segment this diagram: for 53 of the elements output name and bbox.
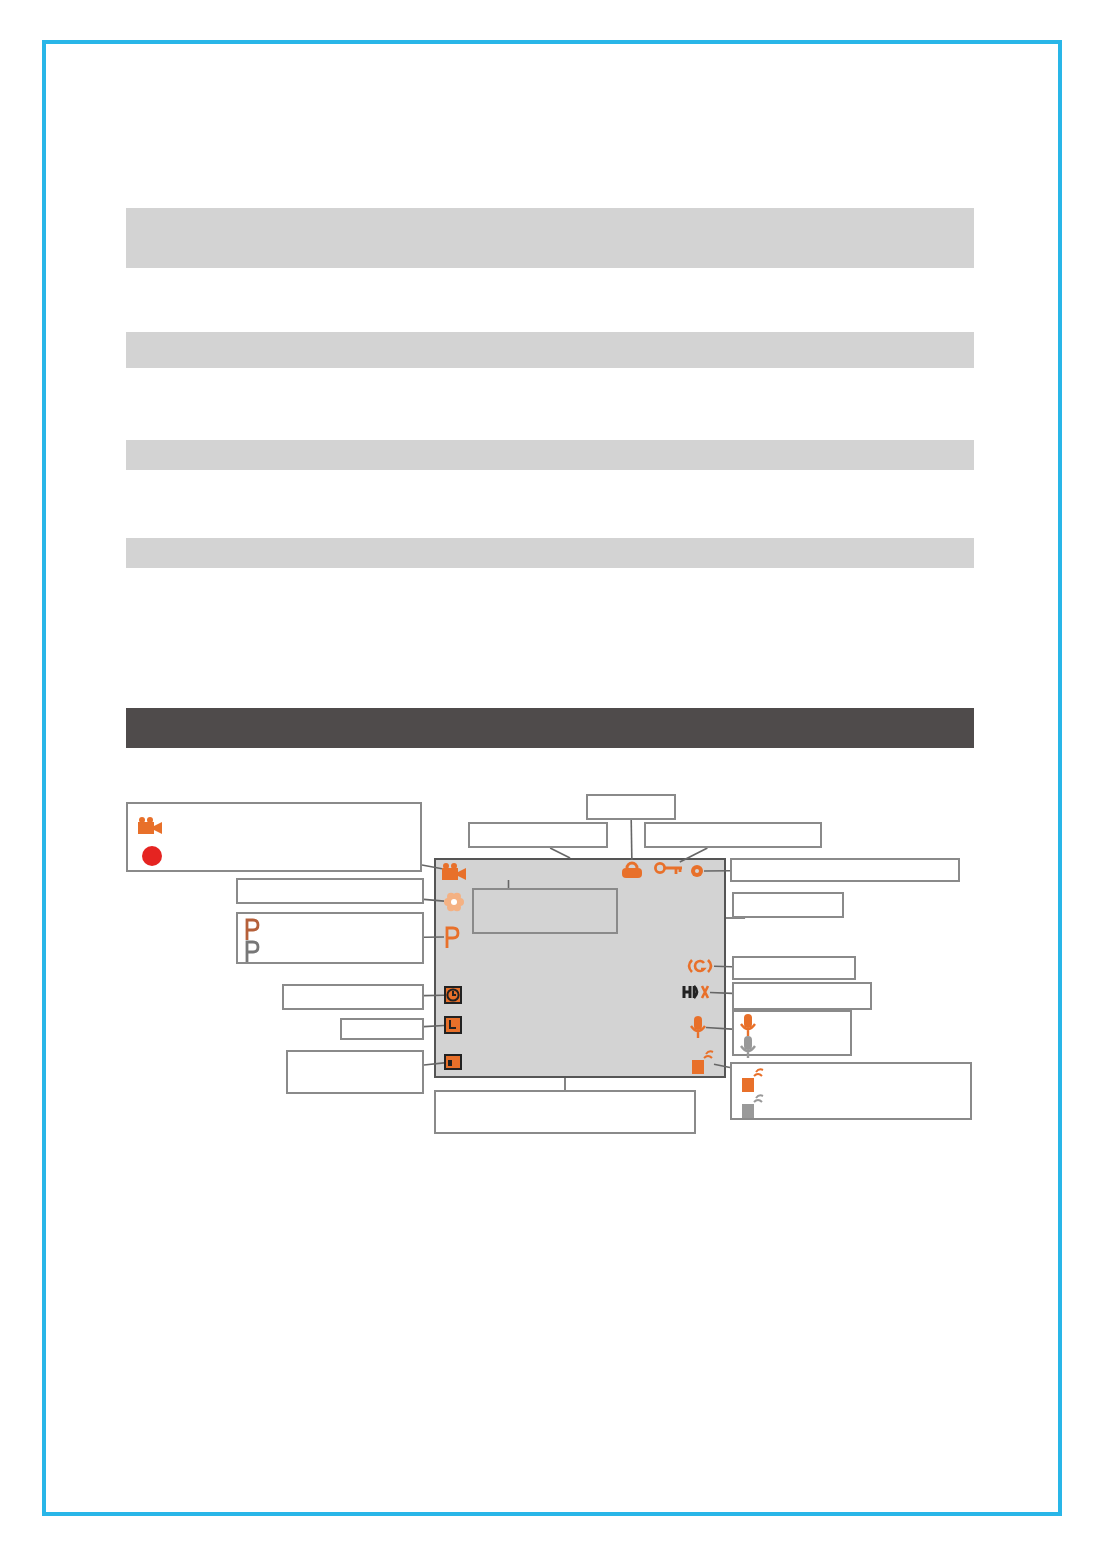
gear-icon	[690, 864, 704, 878]
callout-box	[236, 912, 424, 964]
callout-box	[468, 822, 608, 848]
leader-line	[549, 847, 571, 859]
callout-box	[472, 888, 618, 934]
leader-line	[423, 1062, 445, 1066]
callout-box	[126, 802, 422, 872]
heading-bar	[126, 538, 974, 568]
signal-icon	[690, 1050, 714, 1074]
leader-line	[421, 864, 443, 870]
leader-line	[703, 870, 731, 872]
leader-line	[564, 1077, 566, 1091]
callout-box	[730, 858, 960, 882]
leader-line	[725, 917, 746, 919]
heading-bar	[126, 708, 974, 748]
leader-line	[507, 879, 510, 889]
lock-icon	[622, 860, 642, 878]
callout-box	[732, 982, 872, 1010]
leader-line	[423, 1024, 445, 1028]
leader-line	[713, 965, 733, 968]
hdr-icon	[682, 984, 710, 1000]
callout-box	[586, 794, 676, 820]
leader-line	[709, 991, 733, 995]
leader-line	[423, 994, 445, 997]
heading-bar	[126, 332, 974, 368]
callout-box	[732, 1010, 852, 1056]
callout-box	[434, 1090, 696, 1134]
leader-line	[679, 847, 709, 863]
callout-box	[644, 822, 822, 848]
g-sensor-icon	[686, 958, 714, 974]
microphone-icon	[690, 1016, 706, 1038]
heading-bar	[126, 208, 974, 268]
callout-box	[730, 1062, 972, 1120]
callout-box	[286, 1050, 424, 1094]
heading-bar	[126, 440, 974, 470]
leader-line	[705, 1026, 733, 1030]
video-camera-icon	[442, 862, 466, 880]
leader-line	[713, 1063, 731, 1069]
memory-card-icon	[444, 1016, 462, 1034]
callout-box	[282, 984, 424, 1010]
flower-icon	[444, 892, 464, 912]
screen-display	[434, 858, 726, 1078]
clock-icon	[444, 986, 462, 1004]
callout-box	[340, 1018, 424, 1040]
leader-line	[423, 898, 445, 902]
callout-box	[732, 956, 856, 980]
leader-line	[630, 819, 633, 861]
key-icon	[654, 862, 682, 874]
callout-box	[732, 892, 844, 918]
battery-icon	[444, 1054, 462, 1070]
leader-line	[423, 936, 445, 939]
callout-box	[236, 878, 424, 904]
parking-icon	[444, 926, 460, 948]
